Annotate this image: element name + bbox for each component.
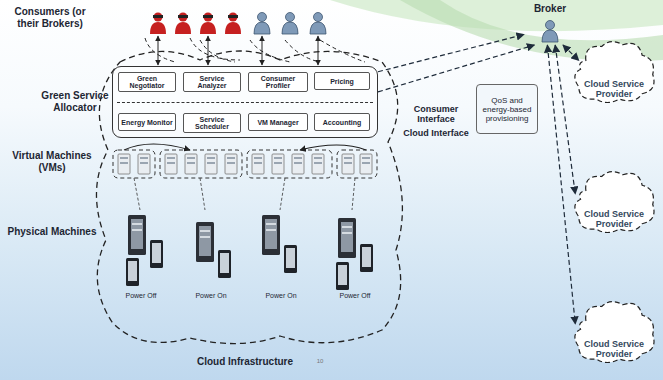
node-label: Consumer Profiler bbox=[251, 75, 305, 89]
component-box: Pricing bbox=[314, 72, 370, 90]
dashed-connector bbox=[547, 45, 575, 324]
side-heading: Virtual Machines (VMs) bbox=[6, 150, 98, 173]
node-label: VM Manager bbox=[257, 119, 298, 126]
component-box: Energy Monitor bbox=[118, 113, 176, 131]
panel-heading: Green Service Allocator bbox=[40, 90, 110, 114]
dashed-connector bbox=[378, 35, 524, 72]
provisioning-box: QoS and energy-based provisioning bbox=[476, 84, 538, 134]
node-label: Energy Monitor bbox=[121, 119, 172, 126]
component-box: Accounting bbox=[314, 113, 370, 131]
component-box: VM Manager bbox=[248, 113, 308, 131]
interface-label: Cloud Interface bbox=[398, 128, 474, 138]
component-box: Green Negotiator bbox=[118, 72, 176, 92]
state-label: Power Off bbox=[332, 292, 378, 300]
node-label: QoS and energy-based provisioning bbox=[479, 96, 535, 123]
component-box: Consumer Profiler bbox=[248, 72, 308, 92]
node-label: Service Scheduler bbox=[186, 116, 238, 130]
provider-cloud: Cloud Service Provider bbox=[570, 166, 658, 236]
node-label: Pricing bbox=[330, 78, 354, 85]
provider-cloud: Cloud Service Provider bbox=[570, 36, 658, 106]
side-heading: Consumers (or their Brokers) bbox=[4, 6, 96, 29]
side-heading: Physical Machines bbox=[6, 226, 98, 238]
node-label: Cloud Service Provider bbox=[570, 210, 658, 230]
component-box: Service Analyzer bbox=[183, 72, 241, 92]
divider-line bbox=[117, 102, 373, 103]
node-label: Cloud Service Provider bbox=[570, 340, 658, 360]
state-label: Power Off bbox=[118, 292, 164, 300]
node-label: Green Negotiator bbox=[121, 75, 173, 89]
component-box: Service Scheduler bbox=[183, 113, 241, 133]
broker-node: Broker bbox=[524, 3, 576, 45]
dashed-connector bbox=[563, 45, 579, 61]
allocator-panel: Green Service AllocatorGreen NegotiatorS… bbox=[40, 66, 378, 138]
node-label: Cloud Service Provider bbox=[570, 80, 658, 100]
node-label: Broker bbox=[524, 3, 576, 14]
provider-cloud: Cloud Service Provider bbox=[570, 296, 658, 366]
dashed-connector bbox=[555, 45, 575, 194]
state-label: Power On bbox=[188, 292, 234, 300]
interface-label: Consumer Interface bbox=[398, 104, 474, 125]
node-label: Service Analyzer bbox=[186, 75, 238, 89]
page-number: 10 bbox=[312, 358, 328, 365]
state-label: Power On bbox=[258, 292, 304, 300]
node-label: Accounting bbox=[323, 119, 362, 126]
region-label: Cloud Infrastructure bbox=[180, 356, 310, 368]
